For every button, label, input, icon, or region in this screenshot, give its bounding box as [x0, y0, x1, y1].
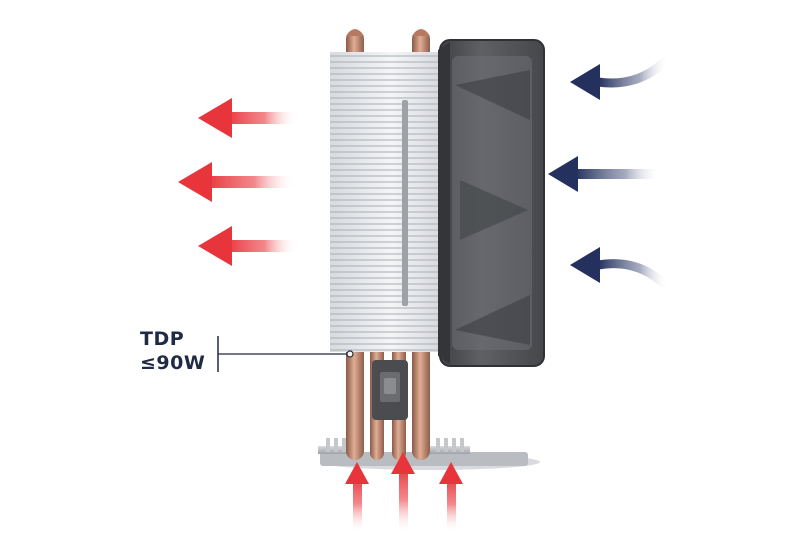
hot-air-intake-arrow-left	[345, 462, 369, 533]
tdp-callout-line	[217, 336, 354, 372]
hot-air-intake-arrow-right	[439, 462, 463, 533]
mounting-bracket	[372, 360, 408, 420]
cool-air-arrow-top	[570, 53, 673, 100]
tdp-label: TDP	[140, 328, 185, 350]
hot-air-arrow-top	[198, 98, 297, 138]
fin-stack	[330, 52, 454, 352]
hot-air-arrow-middle	[178, 162, 295, 202]
cool-air-arrow-middle	[548, 156, 660, 192]
hot-air-arrow-bottom	[198, 226, 297, 266]
cooling-fan	[438, 39, 545, 367]
tdp-value: ≤90W	[140, 352, 206, 374]
hot-air-intake-arrow-center	[391, 452, 415, 533]
cool-air-arrow-bottom	[570, 247, 673, 293]
